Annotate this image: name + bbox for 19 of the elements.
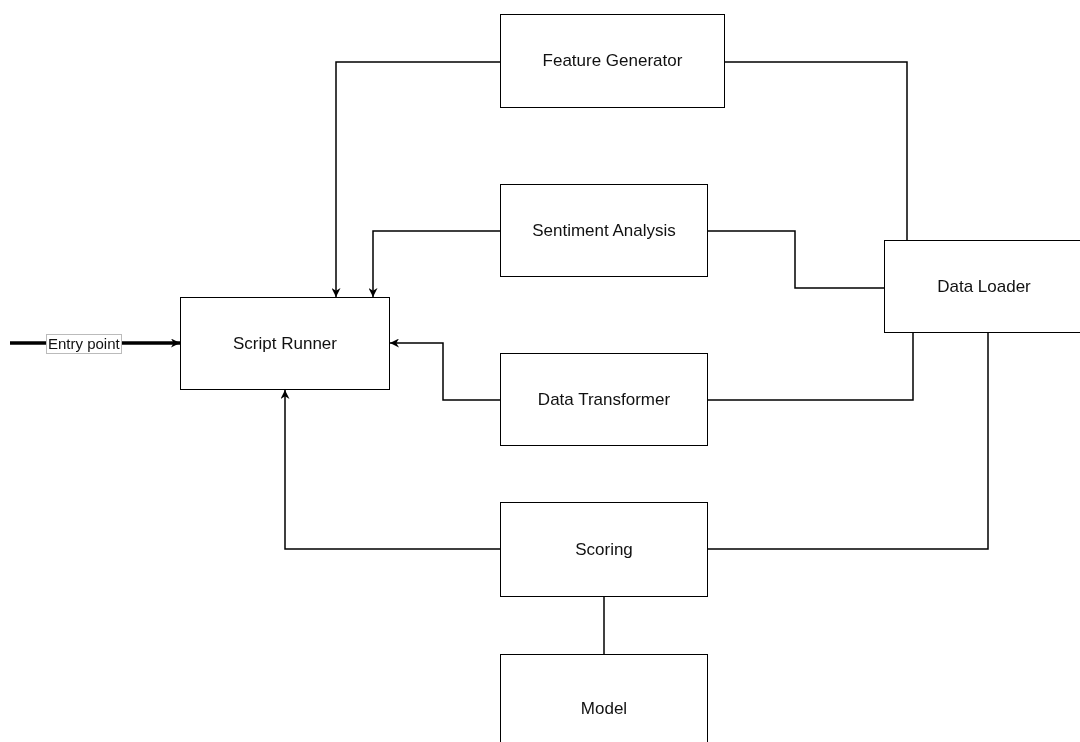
box-label: Script Runner (233, 333, 337, 354)
box-label: Data Loader (937, 276, 1031, 297)
process-box (500, 184, 708, 277)
box-label: Model (580, 699, 628, 719)
process-box (500, 502, 708, 597)
edge-label: Entry point (46, 334, 122, 354)
process-box (180, 297, 390, 390)
process-box (500, 654, 708, 742)
box-label: Scoring (575, 539, 633, 560)
box-label: Feature Generator (542, 51, 683, 71)
box-label: Sentiment Analysis (532, 220, 676, 241)
box-label: Data Transformer (537, 389, 671, 410)
process-box (500, 353, 708, 446)
connector-arrow (280, 389, 501, 550)
process-box (500, 14, 725, 108)
connector-arrow (368, 230, 501, 298)
connector-arrow (331, 61, 501, 298)
connector-arrow (389, 338, 501, 401)
process-box (884, 240, 1080, 333)
